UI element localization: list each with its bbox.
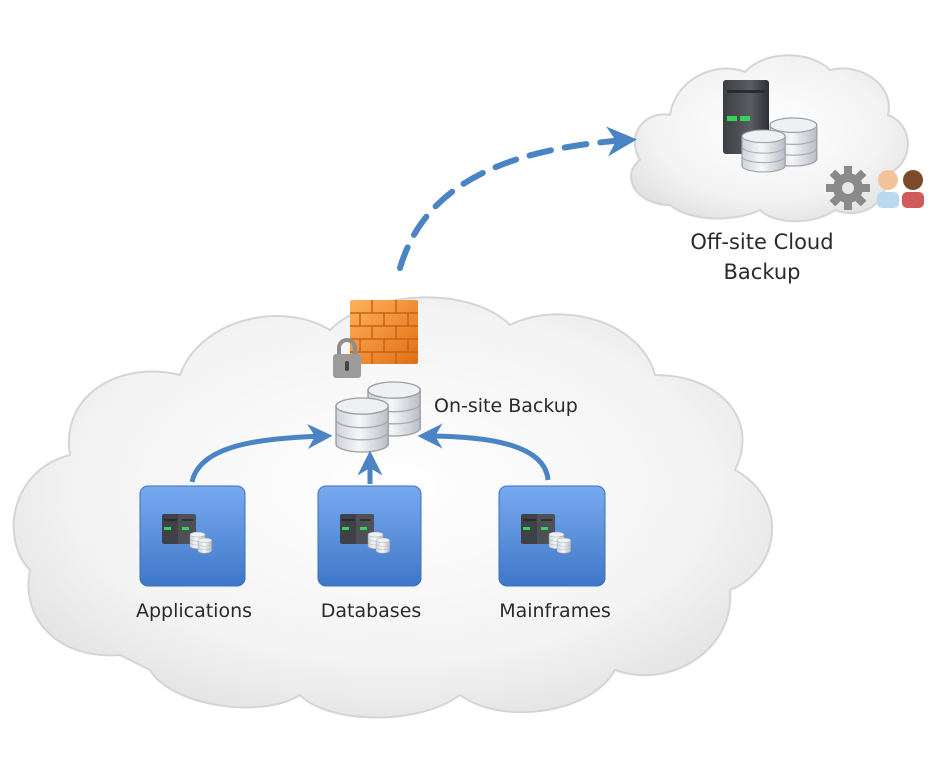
source-tile-mainframes <box>498 485 606 587</box>
source-label-mainframes: Mainframes <box>499 600 611 622</box>
offsite-label-line2: Backup <box>724 260 801 284</box>
source-tile-databases <box>317 485 422 587</box>
onsite-label: On-site Backup <box>434 395 578 417</box>
gear-icon <box>826 166 870 210</box>
offsite-transfer-arrow <box>397 126 637 271</box>
source-tile-applications <box>139 485 246 587</box>
source-label-applications: Applications <box>136 600 252 622</box>
arrow-applications-to-storage <box>189 424 333 483</box>
source-label-databases: Databases <box>321 600 422 622</box>
firewall-icon <box>350 300 418 364</box>
users-icon <box>877 170 924 208</box>
arrow-mainframes-to-storage <box>417 423 551 481</box>
padlock-icon <box>333 338 361 378</box>
offsite-label-line1: Off-site Cloud <box>690 230 833 254</box>
